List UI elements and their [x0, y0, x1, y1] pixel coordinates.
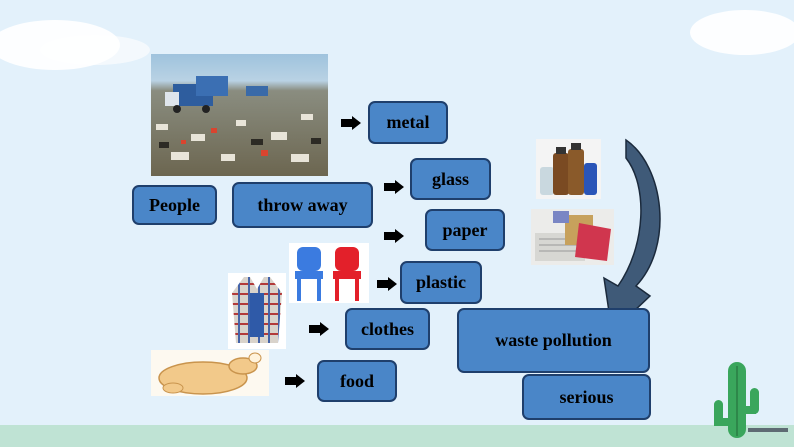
jacket-photo: [228, 273, 286, 349]
arrow-right-icon: [285, 374, 305, 388]
arrow-right-icon: [384, 180, 404, 194]
arrow-right-icon: [341, 116, 361, 130]
cloud-right: [690, 10, 794, 55]
word-throw-away: throw away: [232, 182, 373, 228]
word-metal: metal: [368, 101, 448, 144]
cloud-left-2: [40, 35, 150, 65]
roast-chicken-photo: [151, 350, 269, 396]
word-waste-pollution: waste pollution: [457, 308, 650, 373]
word-paper: paper: [425, 209, 505, 251]
ground: [0, 425, 794, 447]
word-clothes: clothes: [345, 308, 430, 350]
word-serious: serious: [522, 374, 651, 420]
cactus-icon: [708, 360, 788, 440]
arrow-right-icon: [309, 322, 329, 336]
landfill-photo: [151, 54, 328, 176]
curved-arrow-icon: [592, 136, 672, 336]
word-food: food: [317, 360, 397, 402]
word-glass: glass: [410, 158, 491, 200]
word-people: People: [132, 185, 217, 225]
word-plastic: plastic: [400, 261, 482, 304]
arrow-right-icon: [384, 229, 404, 243]
arrow-right-icon: [377, 277, 397, 291]
plastic-chairs-photo: [289, 243, 369, 303]
